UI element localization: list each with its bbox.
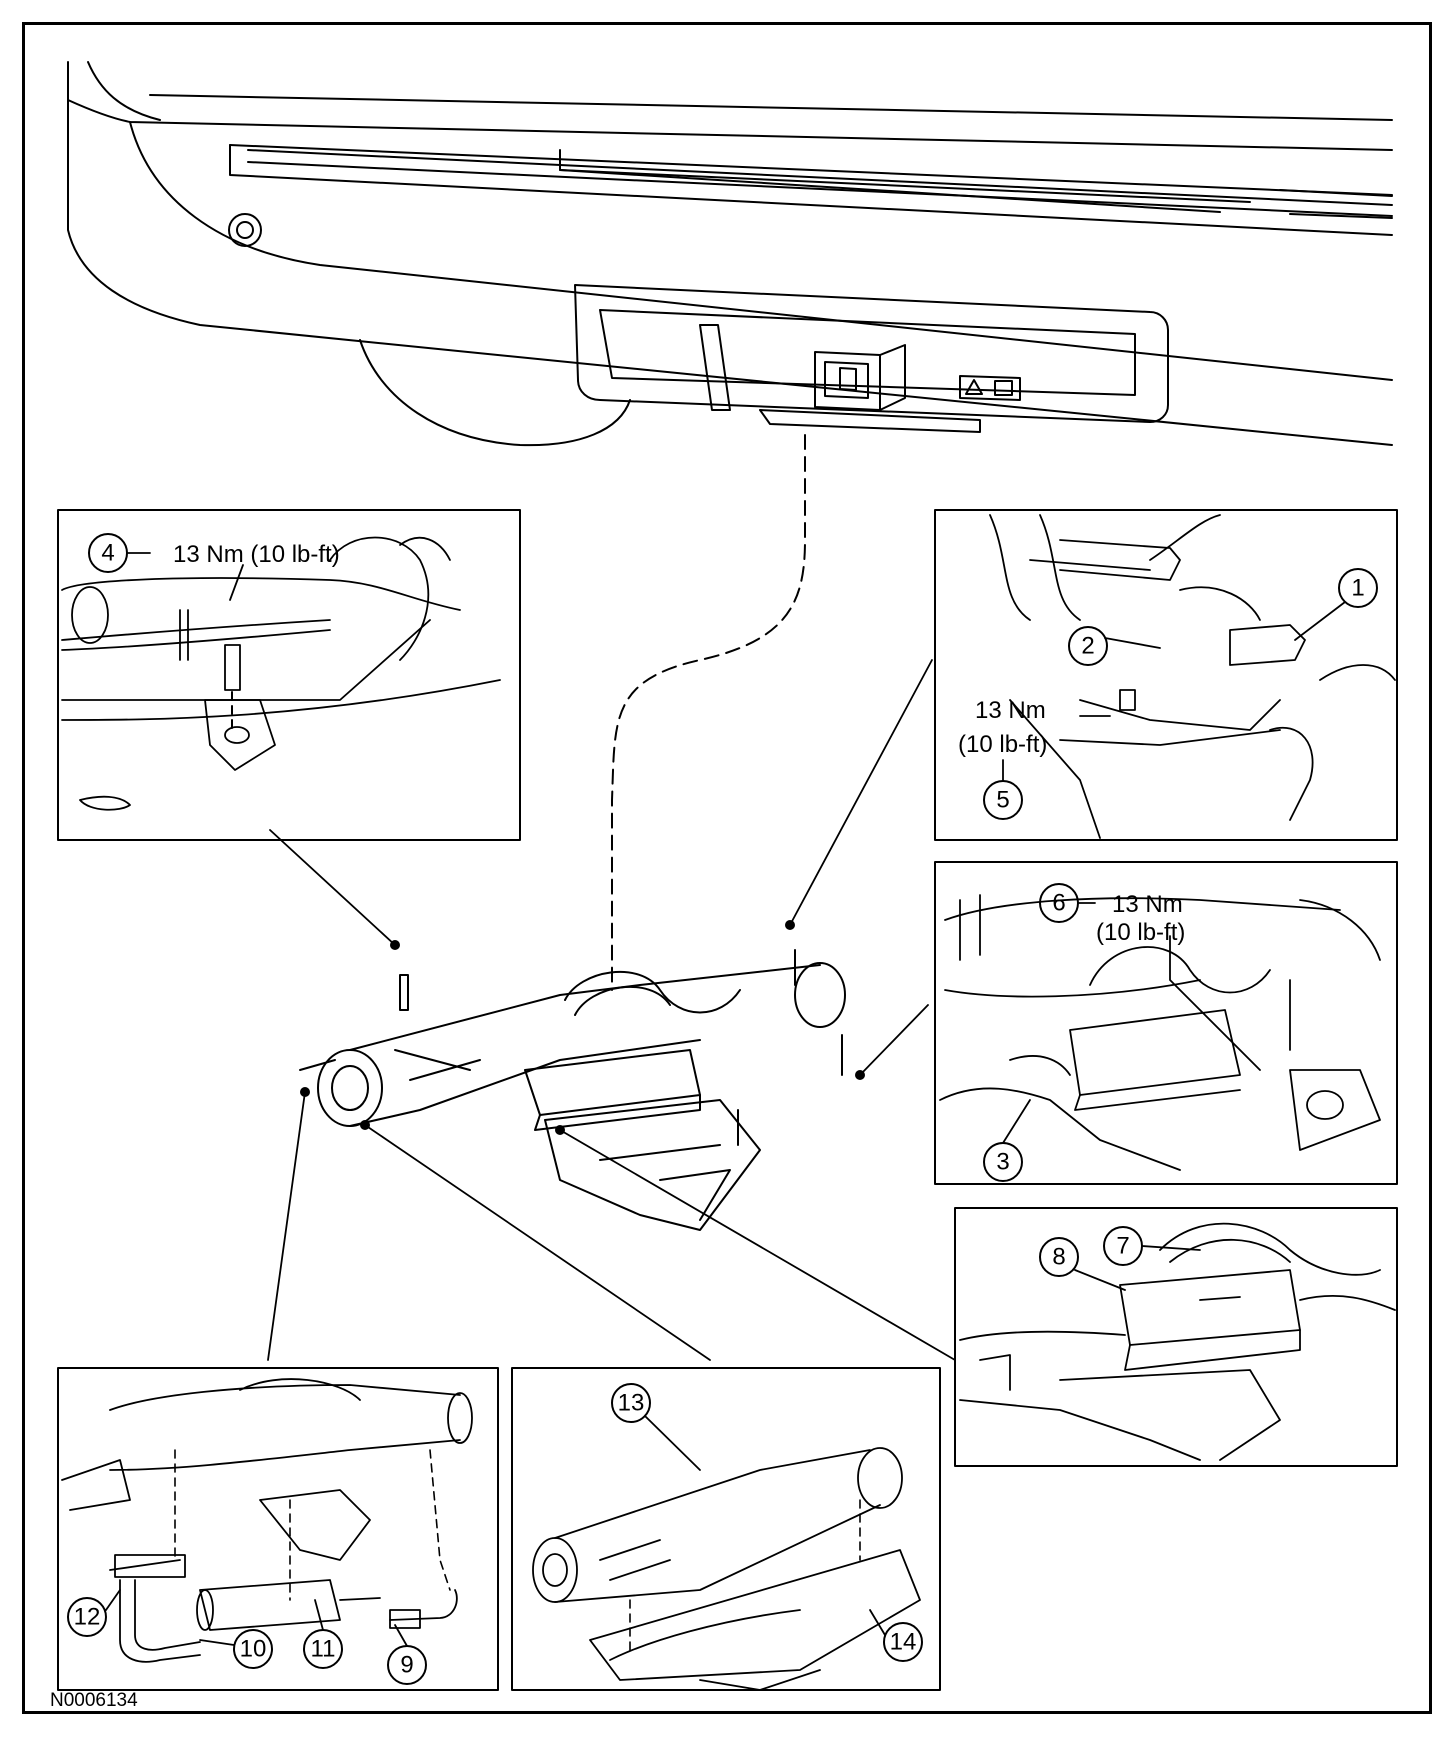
callout-14: 14 <box>890 1629 917 1656</box>
inset-box-hose-connectors <box>934 509 1398 841</box>
torque-labels: 13 Nm (10 lb-ft) 13 Nm (10 lb-ft) 13 Nm … <box>173 541 1185 946</box>
callout-5: 5 <box>996 787 1009 814</box>
inset-bracket-illustration <box>61 536 501 811</box>
callout-leader-short <box>105 552 1346 1647</box>
inset-hose-illustration <box>989 514 1396 839</box>
callout-8: 8 <box>1052 1244 1065 1271</box>
leader-dots <box>300 920 865 1135</box>
inset-box-canister-bracket <box>511 1367 941 1691</box>
figure-id: N0006134 <box>50 1690 138 1711</box>
inset-box-valve-mount <box>934 861 1398 1185</box>
callout-6: 6 <box>1052 890 1065 917</box>
torque-label-inset-6-imperial: (10 lb-ft) <box>1096 919 1185 946</box>
inset-box-valve-hose <box>954 1207 1398 1467</box>
inset-canister-dash <box>629 1499 861 1651</box>
inset-valve-hose-illustration <box>959 1222 1396 1461</box>
callout-2: 2 <box>1081 633 1094 660</box>
rear-bumper-illustration <box>67 61 1393 447</box>
inset-canister-illustration <box>532 1447 921 1691</box>
callout-numbers: 4 1 2 5 6 3 7 8 9 10 11 12 13 14 <box>74 540 1365 1679</box>
torque-label-inset-5-value: 13 Nm <box>975 697 1046 724</box>
callout-1: 1 <box>1351 575 1364 602</box>
dashed-alignment-line <box>611 434 806 991</box>
callout-4: 4 <box>101 540 114 567</box>
callout-7: 7 <box>1116 1233 1129 1260</box>
callout-11: 11 <box>311 1636 336 1663</box>
inset-hose-dash <box>174 1449 451 1601</box>
inset-valve-illustration <box>939 894 1381 1171</box>
callout-13: 13 <box>618 1390 645 1417</box>
evap-canister-assembly <box>299 949 846 1231</box>
figure-frame <box>22 22 1432 1714</box>
torque-label-inset-6-value: 13 Nm <box>1112 891 1183 918</box>
callout-10: 10 <box>240 1636 267 1663</box>
inset-box-hose-filter <box>57 1367 499 1691</box>
callout-3: 3 <box>996 1149 1009 1176</box>
torque-label-inset-5-imperial: (10 lb-ft) <box>958 731 1047 758</box>
inset-box-bracket-bolt <box>57 509 521 841</box>
callout-9: 9 <box>400 1652 413 1679</box>
inset-hose-filter-illustration <box>61 1378 473 1663</box>
callout-bubbles <box>67 533 1378 1685</box>
callout-leaders <box>267 659 956 1361</box>
torque-label-inset-4: 13 Nm (10 lb-ft) <box>173 541 340 568</box>
callout-12: 12 <box>74 1604 101 1631</box>
